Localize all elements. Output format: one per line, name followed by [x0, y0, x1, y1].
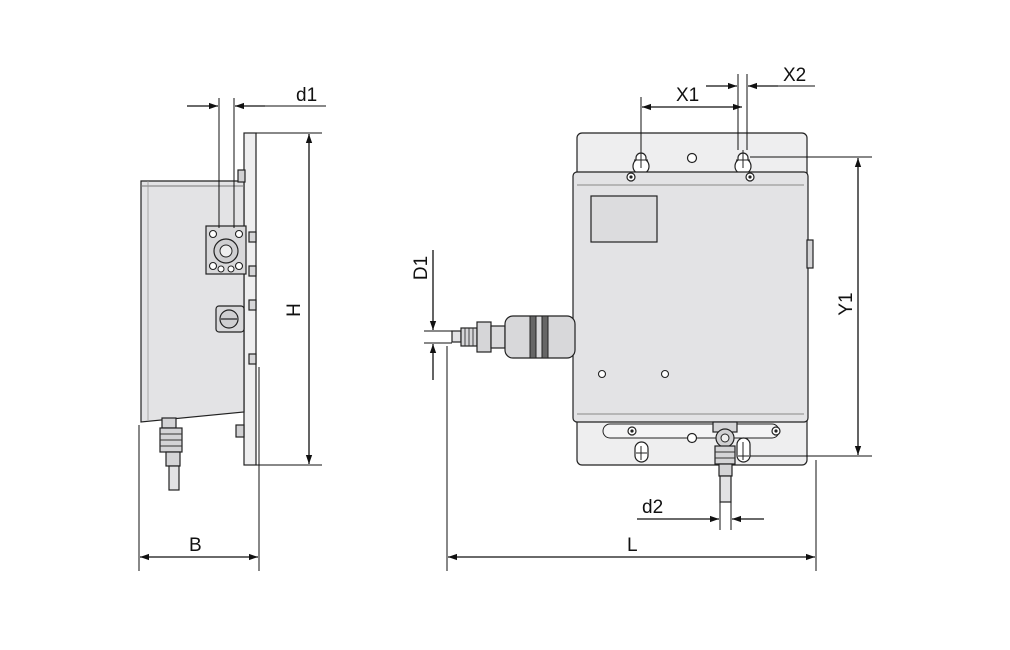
front-view	[451, 132, 814, 503]
label-window	[590, 195, 658, 243]
housing-screw-center	[629, 175, 633, 179]
plate-hole-bottom	[686, 432, 698, 444]
label-y1: Y1	[836, 292, 857, 315]
housing-screw-center	[748, 175, 752, 179]
dim-d1: d1	[187, 85, 326, 228]
keyhole-slot-left	[632, 150, 650, 175]
housing-screw-center	[630, 429, 634, 433]
side-stub	[806, 239, 814, 269]
front-hole	[597, 369, 607, 379]
label-h: H	[284, 303, 305, 317]
side-screw	[248, 353, 257, 365]
label-l: L	[627, 535, 638, 556]
dim-h: H	[256, 132, 322, 466]
dim-y1: Y1	[750, 156, 872, 457]
dim-d2: d2	[637, 497, 764, 530]
side-bolt-bottom	[235, 424, 245, 438]
dim-x2: X2	[706, 65, 815, 150]
side-fitting	[215, 305, 245, 333]
label-x1: X1	[676, 85, 699, 106]
label-x2: X2	[783, 65, 806, 86]
front-bottom-nipple	[712, 421, 738, 503]
label-d2: d2	[642, 497, 663, 518]
side-screw	[248, 231, 257, 243]
label-b: B	[189, 535, 202, 556]
keyhole-slot-bottom-left	[634, 441, 649, 463]
keyhole-slot-bottom-right	[736, 437, 751, 463]
side-housing	[140, 180, 245, 423]
side-screw	[248, 265, 257, 277]
dim-d1-upper: D1	[411, 250, 452, 380]
side-bottom-nipple	[159, 417, 183, 491]
label-d1-upper: D1	[411, 256, 432, 280]
side-screw	[248, 299, 257, 311]
dim-l: L	[446, 346, 817, 571]
plate-hole-top	[686, 152, 698, 164]
keyhole-slot-right	[734, 150, 752, 175]
side-mounting-plate	[243, 132, 257, 466]
label-d1: d1	[296, 85, 317, 106]
inlet-connector	[451, 315, 576, 359]
front-hole	[660, 369, 670, 379]
dim-x1: X1	[640, 85, 742, 150]
side-view	[140, 132, 257, 491]
dim-b: B	[138, 367, 260, 571]
side-bolt-top	[237, 169, 246, 183]
side-connector-flange	[205, 225, 247, 275]
housing-screw-center	[774, 429, 778, 433]
